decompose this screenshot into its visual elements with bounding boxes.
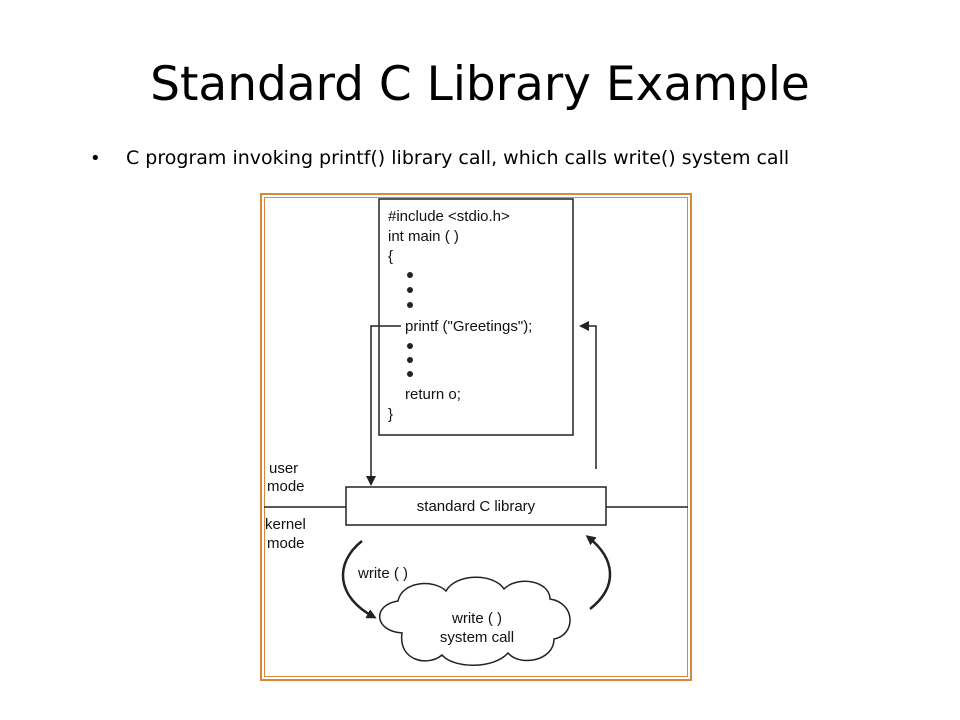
code-line-include: #include <stdio.h> [388, 208, 510, 225]
bullet-item: • C program invoking printf() library ca… [90, 147, 910, 169]
standard-c-library-box [345, 486, 607, 526]
kernel-mode-label-2: mode [267, 535, 305, 552]
ellipsis-dots-top [407, 272, 413, 308]
code-line-return: return o; [405, 386, 461, 403]
code-line-main: int main ( ) [388, 228, 459, 245]
syscall-label-2: system call [440, 629, 514, 646]
write-call-arrow [341, 540, 377, 619]
diagram-canvas: #include <stdio.h> int main ( ) { printf… [264, 198, 688, 666]
slide-title: Standard C Library Example [150, 57, 810, 112]
ellipsis-dots-bottom [407, 343, 413, 377]
code-line-close-brace: } [388, 406, 393, 423]
kernel-mode-label-1: kernel [265, 516, 306, 533]
bullet-dot-icon: • [90, 147, 101, 169]
syscall-label-1: write ( ) [451, 610, 502, 627]
bullet-text: C program invoking printf() library call… [126, 147, 790, 169]
write-call-label: write ( ) [357, 565, 408, 582]
system-call-cloud [379, 576, 571, 666]
code-line-open-brace: { [388, 248, 393, 265]
standard-c-library-label: standard C library [417, 498, 536, 515]
user-mode-label-2: mode [267, 478, 305, 495]
syscall-return-arrow [585, 535, 612, 610]
diagram-frame: #include <stdio.h> int main ( ) { printf… [260, 193, 692, 681]
user-mode-label-1: user [269, 460, 298, 477]
call-arrow-down [366, 325, 401, 486]
program-code-box [378, 198, 574, 436]
return-arrow-up [579, 321, 597, 469]
code-line-printf: printf ("Greetings"); [405, 318, 532, 335]
